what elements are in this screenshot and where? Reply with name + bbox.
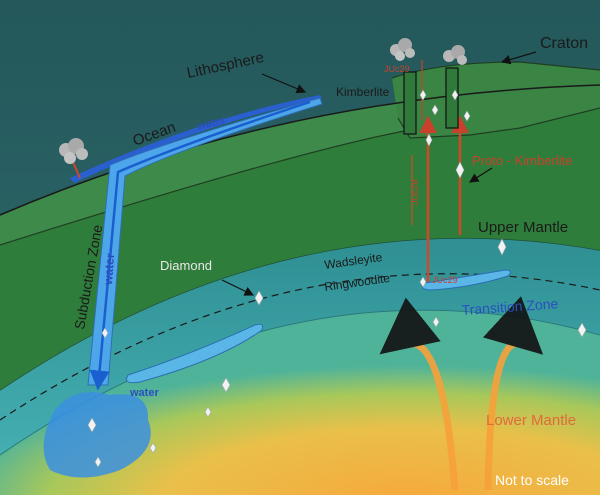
transition-water-lens-right [421, 269, 511, 291]
diamond-crystal-icon [254, 290, 264, 306]
kimberlite-label: Kimberlite [336, 85, 390, 99]
volcano-plume-icon [59, 138, 88, 179]
diamond-crystal-icon [455, 161, 465, 179]
annotation-arrow-icon [468, 167, 493, 183]
diamond-crystal-icon [577, 322, 587, 338]
annotation-arrow-icon [500, 51, 537, 65]
upper-mantle-label: Upper Mantle [478, 219, 568, 236]
sample-top-label: JUc29 [384, 64, 410, 74]
diamond-crystal-icon [101, 327, 109, 339]
slab-water-label: water [101, 253, 117, 287]
kimberlite-pipe-right [445, 67, 459, 129]
transition-water-lens-left [126, 323, 264, 384]
annotation-arrow-icon [261, 73, 307, 94]
transition-water-label: water [129, 387, 159, 399]
ocean-strip [70, 95, 322, 183]
diamond-crystal-icon [149, 442, 157, 454]
diamond-label: Diamond [160, 258, 212, 273]
annotation-arrow-icon [221, 279, 255, 296]
not-to-scale-label: Not to scale [495, 472, 569, 488]
lower-mantle-label: Lower Mantle [486, 412, 576, 429]
subduction-slab [87, 97, 323, 386]
volcano-plume-icon [390, 38, 415, 61]
slab-water-flow-line [89, 100, 311, 391]
sample-column-label: JUc29 [410, 179, 420, 205]
diamond-crystal-icon [87, 417, 97, 433]
volcano-plume-icon [443, 45, 467, 65]
diamond-crystal-icon [431, 104, 439, 116]
convection-arrow-icon [379, 297, 459, 491]
sample-transition-label: JUc29 [432, 275, 458, 285]
diamond-crystal-icon [425, 133, 433, 147]
diamond-crystal-icon [463, 110, 471, 122]
diamond-crystal-icon [419, 89, 427, 101]
craton-label: Craton [540, 35, 588, 52]
diamond-crystal-icon [451, 89, 459, 101]
diamond-crystal-icon [221, 377, 231, 393]
transition-zone-region [0, 237, 600, 455]
wadsleyite-ringwoodite-boundary [0, 273, 600, 421]
transition-zone-label: Transition Zone [461, 295, 559, 318]
convection-arrow-icon [482, 296, 544, 491]
subducted-water-pool [43, 392, 151, 478]
kimberlite-pipe-left [403, 71, 417, 135]
diamond-crystal-icon [204, 406, 212, 418]
craton-keel [392, 62, 600, 138]
diamond-crystal-icon [419, 276, 427, 288]
earth-surface-line [0, 84, 600, 216]
diamond-crystal-icon [94, 456, 102, 468]
proto-kimberlite-label: Proto - Kimberlite [472, 153, 572, 168]
diamond-crystal-icon [497, 238, 507, 256]
